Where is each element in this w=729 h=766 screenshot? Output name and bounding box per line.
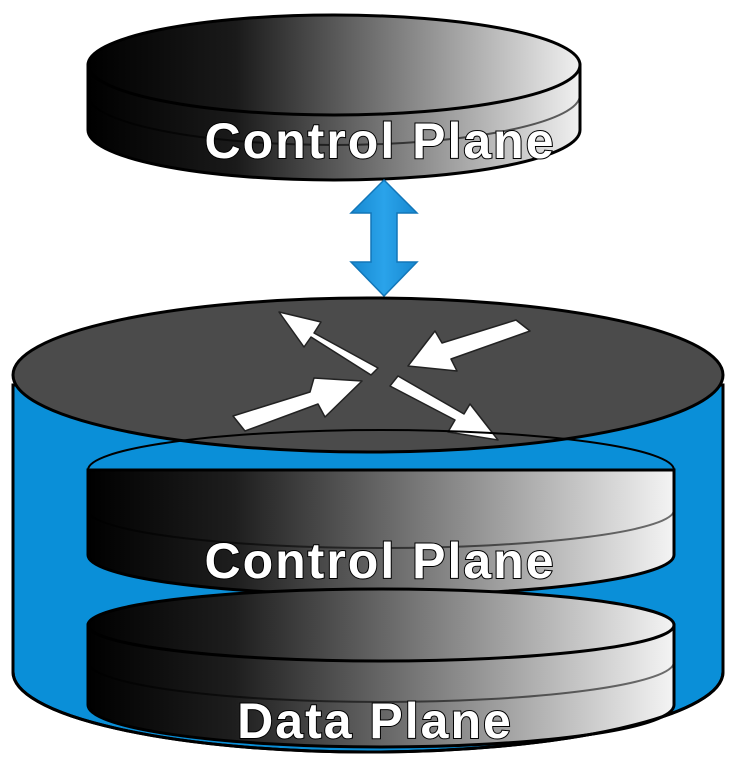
router-arrows-icon (232, 311, 531, 441)
bidirectional-arrow-icon (349, 178, 419, 298)
device-data-plane-disk: Data Plane (86, 587, 676, 750)
network-device: Control Plane Data Plane (11, 296, 725, 754)
device-top (11, 296, 725, 454)
device-control-plane-label: Control Plane (204, 533, 555, 589)
top-control-plane-disk: Control Plane (86, 13, 582, 182)
device-data-plane-label: Data Plane (237, 693, 513, 749)
device-control-plane-disk: Control Plane (86, 429, 676, 597)
top-control-plane-label: Control Plane (204, 113, 555, 169)
